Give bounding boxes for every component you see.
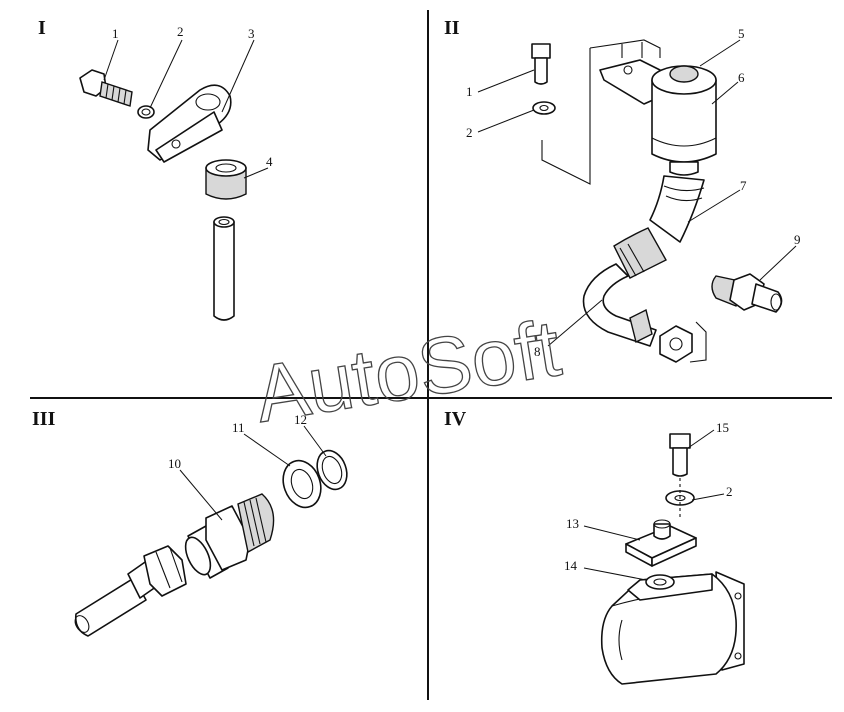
pipe-part	[582, 263, 707, 363]
filter-cylinder-part	[651, 65, 717, 176]
quadrant-2-parts: 1 2 5 6 7 9 8	[466, 26, 801, 363]
seal-ring-part	[316, 449, 348, 491]
callout-13: 13	[566, 516, 579, 531]
watermark: AutoSoft	[249, 303, 566, 439]
callout-4: 4	[266, 154, 273, 169]
callout-15: 15	[716, 420, 729, 435]
callout-6: 6	[738, 70, 745, 85]
callout-14: 14	[564, 558, 578, 573]
callout-10: 10	[168, 456, 181, 471]
sleeve-part	[205, 159, 247, 200]
callout-2: 2	[466, 125, 473, 140]
callout-3: 3	[248, 26, 255, 41]
pipe-with-nut-part	[74, 545, 187, 637]
callout-11: 11	[232, 420, 245, 435]
quadrant-3-parts: 10 11 12	[74, 412, 348, 637]
callout-8: 8	[534, 344, 541, 359]
union-fitting-part	[184, 493, 275, 579]
callout-7: 7	[740, 178, 747, 193]
washer-part	[532, 101, 556, 115]
callout-9: 9	[794, 232, 801, 247]
hose-part	[613, 175, 705, 279]
washer-part	[137, 105, 155, 119]
quadrant-label-2: II	[444, 17, 460, 39]
gasket-ring-part	[282, 459, 322, 509]
quadrant-label-4: IV	[444, 408, 467, 430]
pin-part	[213, 216, 235, 321]
bolt-part	[531, 43, 551, 85]
quadrant-label-1: I	[38, 17, 46, 39]
fitting-part	[711, 273, 783, 313]
bolt-part	[79, 69, 133, 107]
callout-1: 1	[466, 84, 473, 99]
callout-2: 2	[726, 484, 733, 499]
callout-5: 5	[738, 26, 745, 41]
clamp-part	[147, 84, 232, 163]
quadrant-4-parts: 15 2 13 14	[564, 420, 745, 685]
callout-2: 2	[177, 24, 184, 39]
callout-1: 1	[112, 26, 119, 41]
housing-part	[600, 571, 745, 685]
callout-12: 12	[294, 412, 307, 427]
quadrant-1-parts: 1 2 3 4	[79, 24, 273, 321]
quadrant-label-3: III	[32, 408, 56, 430]
mount-plate-part	[625, 519, 697, 567]
bracket-part	[541, 39, 663, 185]
bolt-part	[669, 433, 691, 477]
